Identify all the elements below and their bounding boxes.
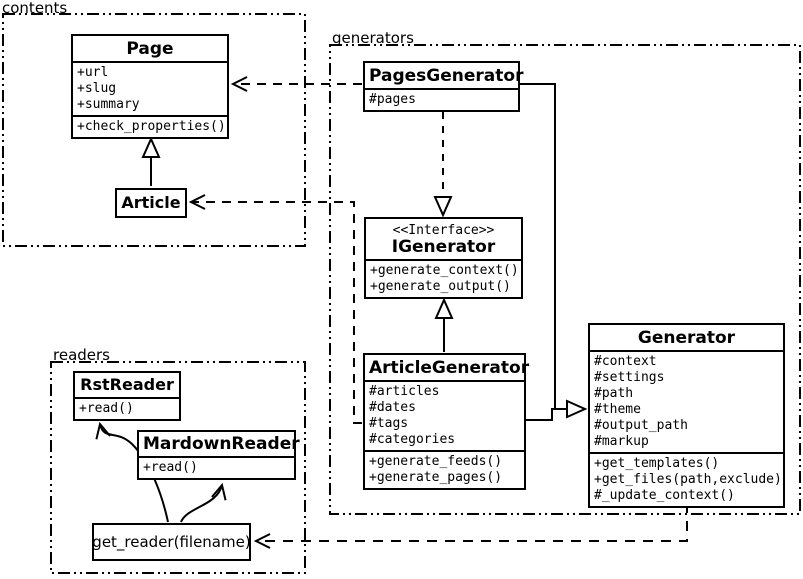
class-title-mardownreader: MardownReader <box>143 434 300 454</box>
interface-stereotype: <<Interface>> <box>392 223 495 238</box>
function-box-get-reader: get_reader(filename) <box>92 523 251 561</box>
dependency-arrow-generator-to-get-reader <box>253 503 688 549</box>
class-title-igenerator: <<Interface>> IGenerator <box>366 219 521 259</box>
method-row: +read() <box>143 460 198 475</box>
methods-section-igenerator: +generate_context() +generate_output() <box>366 259 521 297</box>
attribute-row: #theme <box>594 402 641 417</box>
dependency-arrow-articlegenerator-to-article <box>188 194 362 424</box>
class-box-generator: Generator #context #settings #path #them… <box>588 323 785 508</box>
attributes-section-articlegenerator: #articles #dates #tags #categories <box>365 380 524 450</box>
methods-section-rstreader: +read() <box>75 397 179 419</box>
class-title-page: Page <box>126 39 174 59</box>
inheritance-arrow-articlegenerator-to-generator <box>525 408 566 421</box>
class-box-article: Article <box>115 188 187 218</box>
class-box-rstreader: RstReader +read() <box>73 371 181 421</box>
package-label-readers: readers <box>53 346 110 364</box>
methods-section-articlegenerator: +generate_feeds() +generate_pages() <box>365 450 524 488</box>
method-row: +generate_context() <box>370 263 519 278</box>
attribute-row: #categories <box>369 432 456 447</box>
attribute-row: #context <box>594 354 657 369</box>
method-row: +check_properties() <box>77 119 226 134</box>
class-box-mardownreader: MardownReader +read() <box>137 430 300 480</box>
method-row: +get_templates() <box>594 456 720 471</box>
methods-section-page: +check_properties() <box>73 115 227 137</box>
attributes-section-generator: #context #settings #path #theme #output_… <box>590 350 783 452</box>
inheritance-arrow-pagesgenerator-to-generator <box>519 83 588 419</box>
attribute-row: +url <box>77 65 109 80</box>
attributes-section-page: +url +slug +summary <box>73 61 227 115</box>
call-arrow-get-reader-to-rstreader <box>95 421 169 523</box>
attribute-row: #articles <box>369 384 440 399</box>
attribute-row: #tags <box>369 416 409 431</box>
class-title-article: Article <box>121 193 181 212</box>
method-row: +get_files(path,exclude) <box>594 472 782 487</box>
class-box-pagesgenerator: PagesGenerator #pages <box>363 61 524 112</box>
class-title-rstreader: RstReader <box>80 375 174 394</box>
attribute-row: #output_path <box>594 418 688 433</box>
attributes-section-pagesgenerator: #pages <box>365 88 518 110</box>
class-title-generator: Generator <box>637 328 736 348</box>
method-row: +generate_pages() <box>369 470 503 485</box>
attribute-row: +slug <box>77 81 117 96</box>
package-frame-contents <box>2 13 306 247</box>
method-row: +generate_output() <box>370 279 511 294</box>
interface-name: IGenerator <box>391 237 496 257</box>
class-box-page: Page +url +slug +summary +check_properti… <box>71 34 229 139</box>
attribute-row: #path <box>594 386 634 401</box>
method-row: +generate_feeds() <box>369 454 503 469</box>
interface-box-igenerator: <<Interface>> IGenerator +generate_conte… <box>364 217 523 299</box>
function-label-get-reader: get_reader(filename) <box>92 533 251 551</box>
call-arrow-get-reader-to-mardownreader <box>180 482 227 523</box>
attribute-row: #pages <box>369 92 416 107</box>
class-title-articlegenerator: ArticleGenerator <box>369 358 530 378</box>
method-row: +read() <box>79 401 134 416</box>
package-frame-generators <box>329 44 801 515</box>
methods-section-generator: +get_templates() +get_files(path,exclude… <box>590 452 783 506</box>
attribute-row: +summary <box>77 97 140 112</box>
methods-section-mardownreader: +read() <box>139 456 294 478</box>
package-label-contents: contents <box>2 0 68 17</box>
attribute-row: #dates <box>369 400 416 415</box>
attribute-row: #settings <box>594 370 665 385</box>
package-label-generators: generators <box>332 29 414 47</box>
package-frame-readers <box>50 361 306 574</box>
class-title-pagesgenerator: PagesGenerator <box>369 66 524 86</box>
attribute-row: #markup <box>594 434 649 449</box>
class-box-articlegenerator: ArticleGenerator #articles #dates #tags … <box>363 353 530 490</box>
method-row: #_update_context() <box>594 488 735 503</box>
